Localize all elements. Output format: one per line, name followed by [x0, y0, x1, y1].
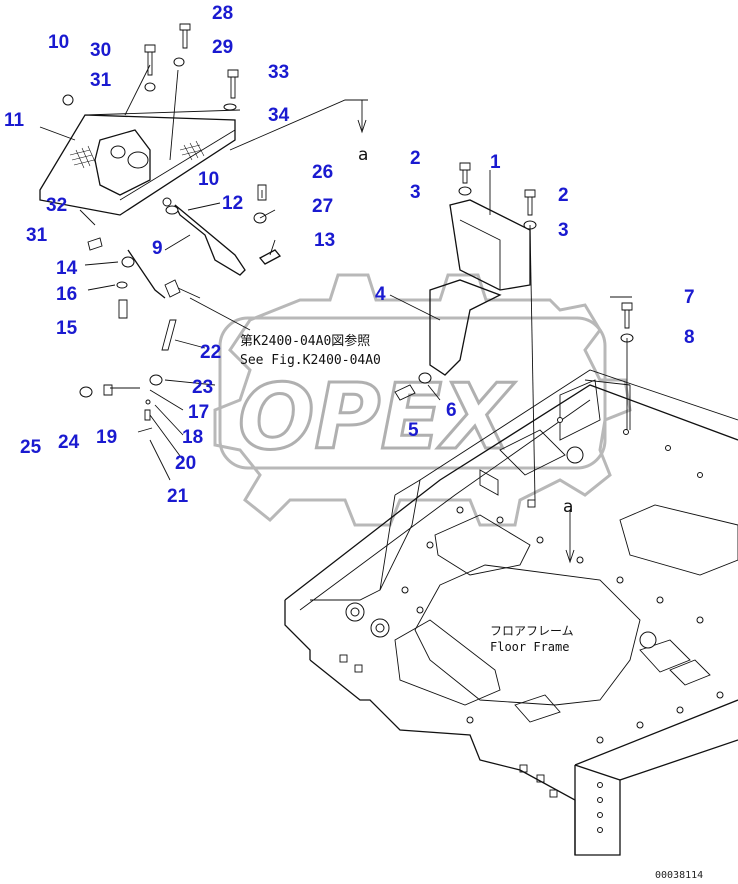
- callout-18: 18: [182, 427, 203, 448]
- callout-28: 28: [212, 3, 233, 24]
- floor-frame-label-en: Floor Frame: [490, 640, 569, 654]
- callout-34: 34: [268, 105, 290, 126]
- callout-10-mid: 10: [198, 169, 219, 190]
- callout-5: 5: [408, 420, 419, 441]
- callout-25: 25: [20, 437, 42, 458]
- callout-leaders: [39, 64, 632, 481]
- callout-4: 4: [375, 284, 386, 305]
- callout-2-left: 2: [410, 148, 421, 169]
- watermark-logo: OPEX: [238, 365, 516, 470]
- bracket-assembly-right: [394, 162, 634, 501]
- callout-6: 6: [446, 400, 457, 421]
- pedal-bracket-assembly: a: [39, 23, 368, 433]
- callout-10-top: 10: [48, 32, 69, 53]
- callout-21: 21: [167, 486, 189, 507]
- callout-13: 13: [314, 230, 335, 251]
- callout-24: 24: [58, 432, 80, 453]
- callout-32: 32: [46, 195, 67, 216]
- callout-30: 30: [90, 40, 111, 61]
- callout-27: 27: [312, 196, 333, 217]
- callout-1: 1: [490, 152, 501, 173]
- callout-20: 20: [175, 453, 196, 474]
- callout-15: 15: [56, 318, 78, 339]
- callout-8: 8: [684, 327, 695, 348]
- callouts: 28 10 30 29 31 33 34 11 10 26 32 12 27 3…: [4, 3, 695, 507]
- view-marker-a-frame: a: [563, 497, 573, 517]
- callout-23: 23: [192, 377, 213, 398]
- view-marker-a-top: a: [358, 145, 368, 165]
- document-number: 00038114: [655, 870, 703, 881]
- reference-note-en: See Fig.K2400-04A0: [240, 353, 381, 368]
- callout-16: 16: [56, 284, 77, 305]
- callout-19: 19: [96, 427, 117, 448]
- callout-11: 11: [4, 110, 25, 131]
- callout-33: 33: [268, 62, 289, 83]
- callout-3-left: 3: [410, 182, 421, 203]
- reference-note: 第K2400-04A0図参照 See Fig.K2400-04A0: [240, 333, 381, 368]
- callout-29: 29: [212, 37, 233, 58]
- callout-2-right: 2: [558, 185, 569, 206]
- callout-22: 22: [200, 342, 221, 363]
- callout-26: 26: [312, 162, 333, 183]
- callout-17: 17: [188, 402, 209, 423]
- floor-frame-label-jp: フロアフレーム: [490, 624, 574, 638]
- watermark: OPEX: [213, 273, 632, 527]
- callout-9: 9: [152, 238, 163, 259]
- callout-3-right: 3: [558, 220, 569, 241]
- callout-14: 14: [56, 258, 78, 279]
- callout-7: 7: [684, 287, 695, 308]
- callout-31-mid: 31: [26, 225, 48, 246]
- callout-12: 12: [222, 193, 243, 214]
- floor-frame: フロアフレーム Floor Frame: [284, 369, 738, 856]
- reference-note-jp: 第K2400-04A0図参照: [240, 333, 370, 349]
- callout-31-top: 31: [90, 70, 112, 91]
